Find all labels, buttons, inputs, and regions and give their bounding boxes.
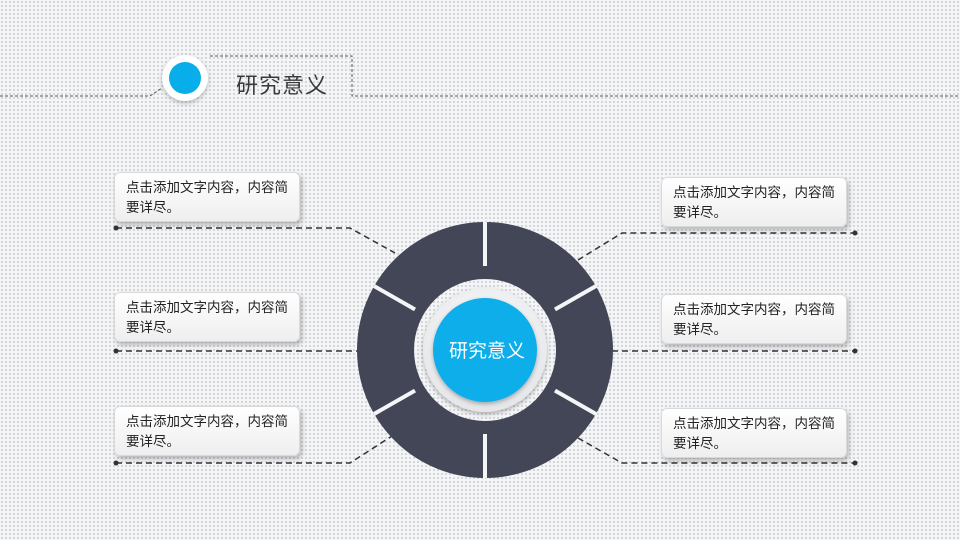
left-connector-3 xyxy=(113,435,393,466)
text-box-left-2[interactable]: 点击添加文字内容，内容简要详尽。 xyxy=(114,292,300,342)
right-connector-3 xyxy=(577,437,858,466)
left-connector-2 xyxy=(113,348,358,354)
left-connector-1 xyxy=(113,225,396,254)
title-rule xyxy=(0,87,163,97)
right-connector-2 xyxy=(612,348,858,354)
title-dot-icon xyxy=(169,62,201,94)
text-box-left-3[interactable]: 点击添加文字内容，内容简要详尽。 xyxy=(114,406,300,456)
center-circle xyxy=(433,298,537,402)
text-box-right-3[interactable]: 点击添加文字内容，内容简要详尽。 xyxy=(661,408,847,458)
center-label: 研究意义 xyxy=(448,340,525,362)
text-box-right-2[interactable]: 点击添加文字内容，内容简要详尽。 xyxy=(661,294,847,344)
right-connector-1 xyxy=(577,230,858,261)
page-title: 研究意义 xyxy=(236,74,329,99)
inner-ring-notches xyxy=(400,266,570,434)
text-box-right-1[interactable]: 点击添加文字内容，内容简要详尽。 xyxy=(661,177,847,227)
title-badge xyxy=(162,55,208,101)
text-box-left-1[interactable]: 点击添加文字内容，内容简要详尽。 xyxy=(114,172,300,222)
title-tab xyxy=(210,55,960,97)
